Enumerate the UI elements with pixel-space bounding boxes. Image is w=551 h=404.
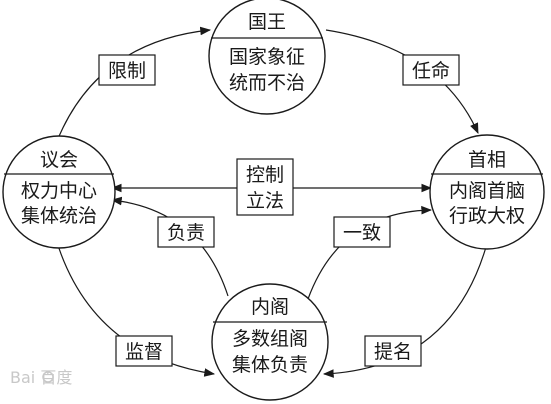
- label-nominate-text: 提名: [374, 341, 412, 363]
- arc-primeminister-to-cabinet: [322, 246, 487, 378]
- node-prime-minister-line1: 内阁首脑: [449, 180, 525, 202]
- node-parliament-line2: 集体统治: [21, 205, 97, 227]
- label-control-line2: 立法: [246, 190, 284, 212]
- label-appoint: 任命: [402, 54, 460, 86]
- node-prime-minister-title: 首相: [468, 149, 506, 171]
- label-restrict: 限制: [98, 54, 156, 86]
- node-monarch-line2: 统而不治: [229, 72, 305, 94]
- node-cabinet-line1: 多数组阁: [232, 328, 308, 350]
- paw-icon: [42, 371, 54, 383]
- label-consistent: 一致: [333, 216, 391, 248]
- node-parliament-title: 议会: [40, 149, 78, 171]
- node-monarch: 国王 国家象征 统而不治: [208, 0, 326, 115]
- node-prime-minister: 首相 内阁首脑 行政大权: [429, 134, 545, 250]
- label-supervise-text: 监督: [125, 341, 163, 363]
- label-responsible-text: 负责: [167, 222, 205, 244]
- label-nominate: 提名: [364, 335, 422, 367]
- node-parliament: 议会 权力中心 集体统治: [2, 135, 116, 249]
- label-supervise: 监督: [115, 335, 173, 367]
- node-monarch-line1: 国家象征: [229, 46, 305, 68]
- label-control-legislation: 控制 立法: [236, 158, 294, 216]
- label-responsible: 负责: [157, 216, 215, 248]
- node-monarch-title: 国王: [248, 11, 286, 33]
- watermark-text: Bai 百度: [10, 368, 72, 387]
- node-cabinet: 内阁 多数组阁 集体负责: [211, 283, 329, 401]
- arc-cabinet-to-parliament: [110, 196, 229, 297]
- node-parliament-line1: 权力中心: [21, 180, 97, 202]
- node-cabinet-title: 内阁: [251, 296, 289, 318]
- watermark: Bai 百度: [10, 368, 72, 387]
- node-prime-minister-line2: 行政大权: [449, 205, 525, 227]
- label-appoint-text: 任命: [412, 60, 450, 82]
- arc-parliament-to-monarch: [54, 26, 212, 147]
- label-control-line1: 控制: [246, 164, 284, 186]
- arc-parliament-to-cabinet: [54, 235, 216, 377]
- label-consistent-text: 一致: [343, 222, 381, 244]
- node-cabinet-line2: 集体负责: [232, 354, 308, 376]
- label-restrict-text: 限制: [108, 60, 146, 82]
